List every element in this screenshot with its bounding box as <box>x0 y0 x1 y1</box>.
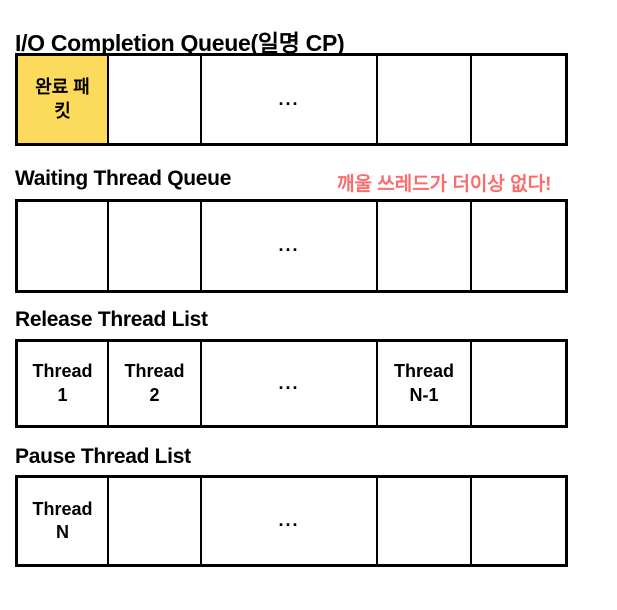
queue-cell <box>472 56 565 143</box>
queue-cell <box>109 202 202 290</box>
no-thread-to-wake-annotation: 깨울 쓰레드가 더이상 없다! <box>337 174 552 195</box>
thread-1-cell: Thread 1 <box>18 342 109 425</box>
queue-cell <box>378 478 472 564</box>
pause-thread-list-row: Thread N ... <box>15 475 568 567</box>
release-thread-list-row: Thread 1 Thread 2 ... Thread N-1 <box>15 339 568 428</box>
pause-thread-list-title: Pause Thread List <box>15 445 191 468</box>
thread-n-minus-1-cell: Thread N-1 <box>378 342 472 425</box>
io-completion-queue-title: I/O Completion Queue(일명 CP) <box>15 30 345 56</box>
queue-cell <box>472 202 565 290</box>
completion-packet-cell: 완료 패킷 <box>18 56 109 143</box>
queue-cell <box>472 478 565 564</box>
queue-ellipsis-cell: ... <box>202 202 378 290</box>
queue-cell <box>18 202 109 290</box>
queue-ellipsis-cell: ... <box>202 56 378 143</box>
queue-ellipsis-cell: ... <box>202 342 378 425</box>
waiting-thread-queue-row: ... <box>15 199 568 293</box>
thread-2-cell: Thread 2 <box>109 342 202 425</box>
queue-cell <box>109 56 202 143</box>
waiting-thread-queue-title: Waiting Thread Queue <box>15 167 232 190</box>
io-completion-queue-row: 완료 패킷 ... <box>15 53 568 146</box>
queue-cell <box>472 342 565 425</box>
queue-cell <box>378 56 472 143</box>
queue-cell <box>109 478 202 564</box>
thread-n-cell: Thread N <box>18 478 109 564</box>
release-thread-list-title: Release Thread List <box>15 308 208 331</box>
queue-ellipsis-cell: ... <box>202 478 378 564</box>
queue-cell <box>378 202 472 290</box>
